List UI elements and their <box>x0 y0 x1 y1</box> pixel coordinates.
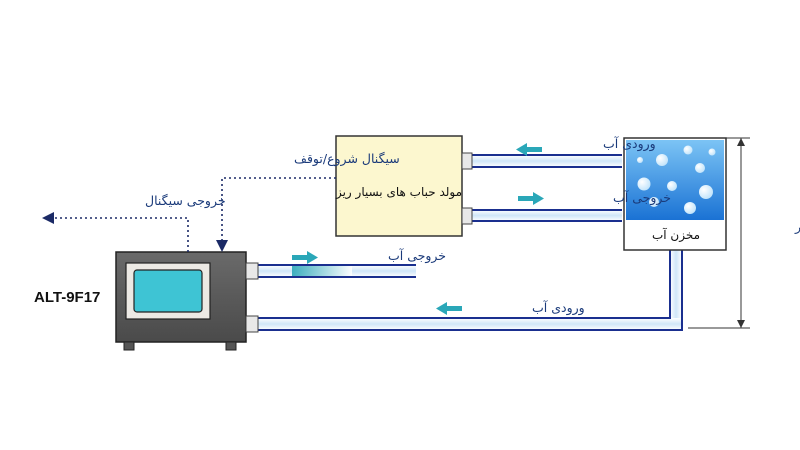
flow-arrow-top-inlet <box>516 143 542 156</box>
flow-arrow-top-outlet <box>518 192 544 205</box>
signal-output-label: خروجی سیگنال <box>145 193 226 209</box>
water-outlet-device-label: خروجی آب <box>388 248 446 264</box>
tank-label: مخزن آب <box>652 227 700 243</box>
generator-box: مولد حباب های بسیار ریز <box>335 135 473 237</box>
device-screen <box>133 269 203 313</box>
pipe-top-inlet <box>472 154 622 168</box>
water-outlet-top-label: خروجی آب <box>613 190 671 206</box>
water-inlet-bottom-label: ورودی آب <box>532 300 585 316</box>
head-dimension <box>688 137 750 329</box>
start-stop-signal-label: سیگنال شروع/توقف <box>294 151 400 167</box>
flow-arrow-bottom-inlet <box>436 302 462 315</box>
head-label: سر <box>794 219 800 235</box>
water-tank: مخزن آب <box>623 137 727 251</box>
pipe-return <box>258 248 683 331</box>
device-model-label: ALT-9F17 <box>34 289 100 306</box>
signal-start-stop-line <box>216 177 336 252</box>
generator-label: مولد حباب های بسیار ریز <box>335 185 462 200</box>
water-inlet-top-label: ورودی آب <box>603 136 656 152</box>
flow-arrow-device-outlet <box>292 251 318 264</box>
bubbles <box>637 145 716 214</box>
pipe-top-outlet <box>472 209 622 222</box>
signal-output-line <box>42 212 189 252</box>
pipe-device-outlet <box>258 264 416 278</box>
device-unit <box>115 251 259 351</box>
